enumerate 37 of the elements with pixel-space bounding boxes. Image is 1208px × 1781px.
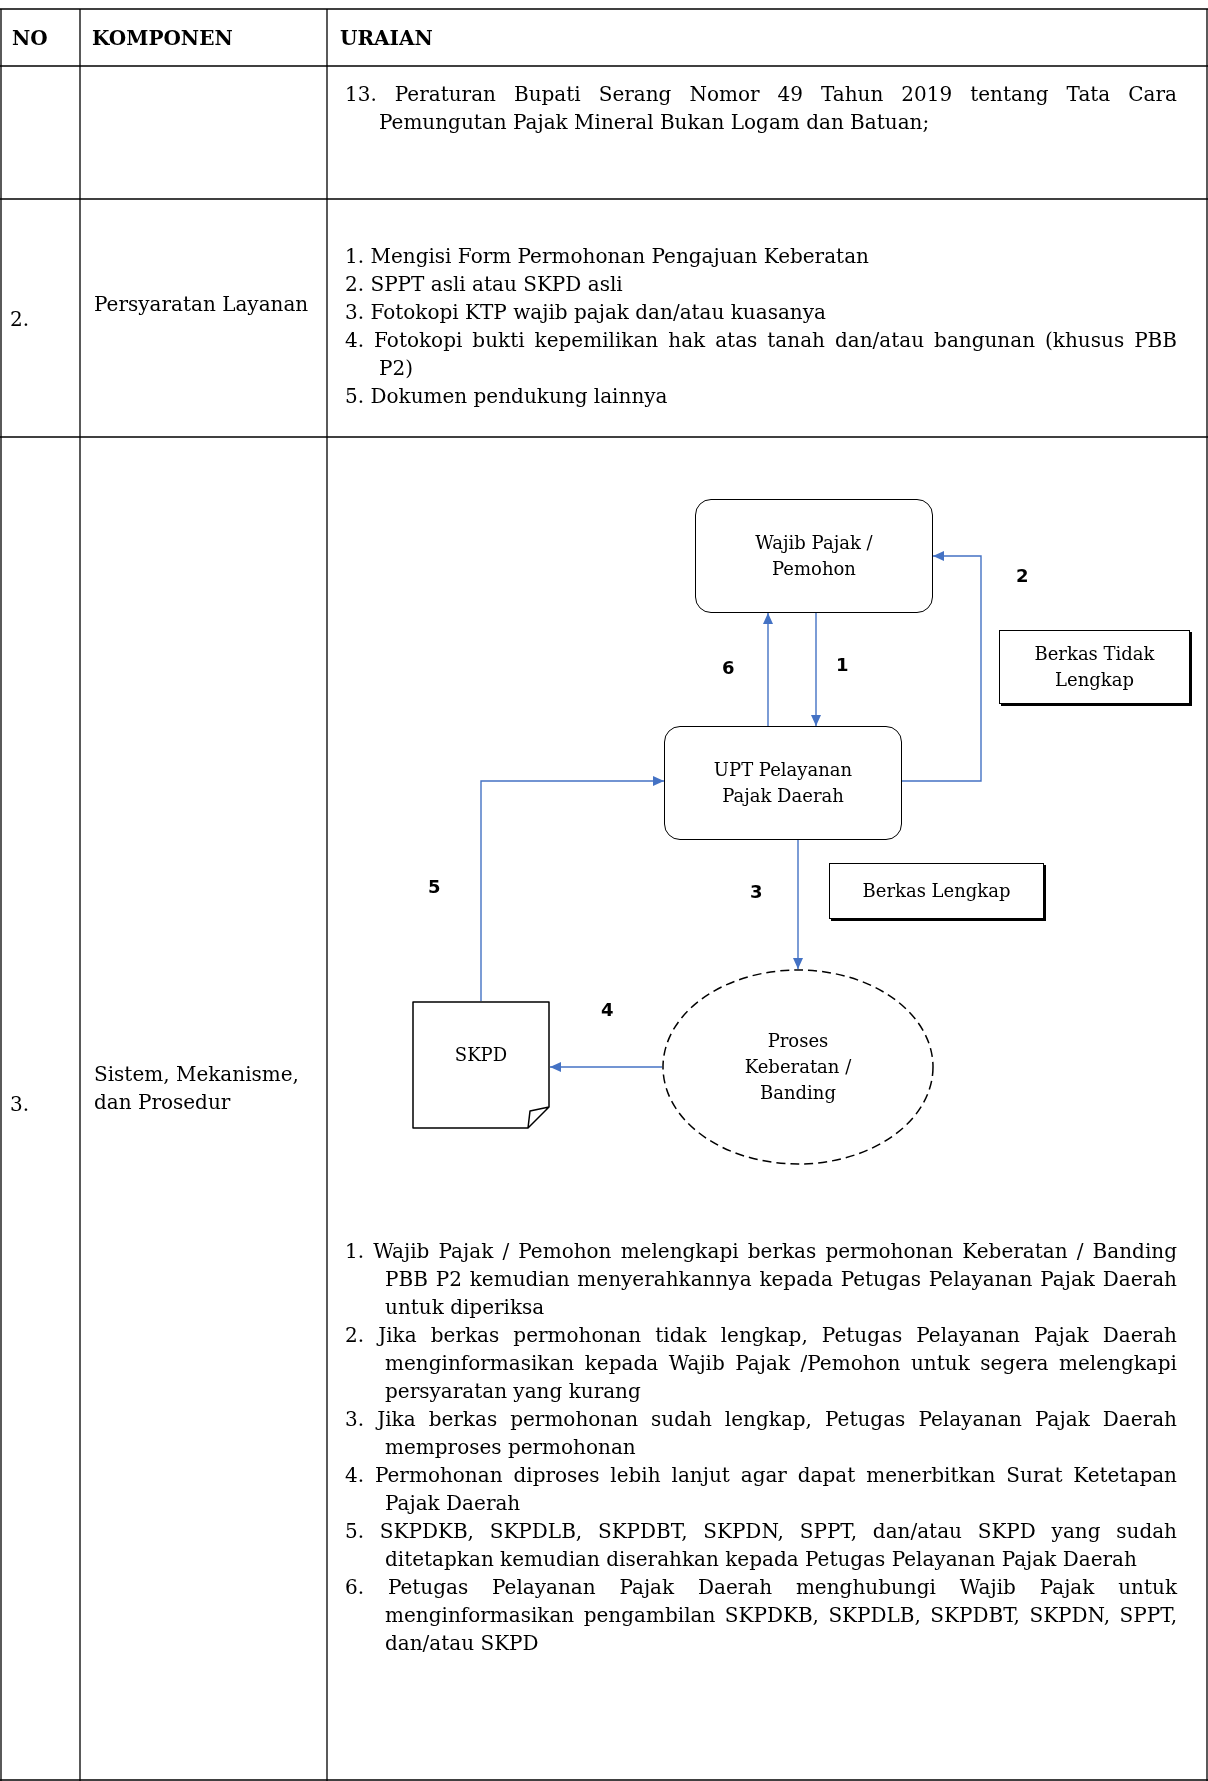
node-text: Berkas Tidak Lengkap <box>1033 642 1156 692</box>
list-item: 3. Fotokopi KTP wajib pajak dan/atau kuasanya <box>345 299 827 326</box>
row-number: 3. <box>10 1091 31 1118</box>
list-item: 6. Petugas Pelayanan Pajak Daerah menghubungi Wajib Pajak untuk menginformasikan pengambilan SKPDKB, SKPDLB, SKPDBT, SKPDN, SPPT, dan/atau SKPD <box>345 1574 1177 1657</box>
list-item: 2. SPPT asli atau SKPD asli <box>345 271 624 298</box>
process-box <box>695 499 933 613</box>
arrow <box>480 776 665 1002</box>
process-ellipse <box>662 969 934 1165</box>
document-shape <box>412 1001 550 1129</box>
node-text: Proses Keberatan / Banding <box>743 1029 853 1105</box>
arrow <box>549 1062 663 1072</box>
note-box <box>999 630 1190 704</box>
list-item: 1. Mengisi Form Permohonan Pengajuan Keberatan <box>345 243 870 270</box>
list-item: 4. Permohonan diproses lebih lanjut agar dapat menerbitkan Surat Ketetapan Pajak Daerah <box>345 1462 1177 1517</box>
column-header: NO <box>12 25 49 52</box>
node-text: Wajib Pajak / Pemohon <box>754 531 874 581</box>
list-item: 1. Wajib Pajak / Pemohon melengkapi berkas permohonan Keberatan / Banding PBB P2 kemudian menyerahkannya kepada Petugas Pelayanan Pajak Daerah untuk diperiksa <box>345 1238 1177 1321</box>
component-name: Sistem, Mekanisme, dan Prosedur <box>94 1061 300 1116</box>
column-header: URAIAN <box>340 25 434 52</box>
node-text: Berkas Lengkap <box>862 879 1011 903</box>
node-text: UPT Pelayanan Pajak Daerah <box>712 758 854 808</box>
list-item: 5. Dokumen pendukung lainnya <box>345 383 669 410</box>
arrow <box>901 551 982 782</box>
process-box <box>664 726 902 840</box>
list-item: 13. Peraturan Bupati Serang Nomor 49 Tahun 2019 tentang Tata Cara Pemungutan Pajak Mineral Bukan Logam dan Batuan; <box>345 81 1177 136</box>
list-item: 5. SKPDKB, SKPDLB, SKPDBT, SKPDN, SPPT, dan/atau SKPD yang sudah ditetapkan kemudian diserahkan kepada Petugas Pelayanan Pajak Daerah <box>345 1518 1177 1573</box>
list-item: 3. Jika berkas permohonan sudah lengkap, Petugas Pelayanan Pajak Daerah memproses permohonan <box>345 1406 1177 1461</box>
component-name: Persyaratan Layanan <box>94 291 310 318</box>
row-number: 2. <box>10 306 31 333</box>
arrow <box>793 839 803 970</box>
column-header: KOMPONEN <box>92 25 234 52</box>
list-item: 2. Jika berkas permohonan tidak lengkap, Petugas Pelayanan Pajak Daerah menginformasikan kepada Wajib Pajak /Pemohon untuk segera melengkapi persyaratan yang kurang <box>345 1322 1177 1405</box>
list-item: 4. Fotokopi bukti kepemilikan hak atas tanah dan/atau bangunan (khusus PBB P2) <box>345 327 1177 382</box>
note-box <box>829 863 1044 919</box>
node-text: SKPD <box>454 1043 508 1067</box>
arrow <box>763 612 773 727</box>
arrow <box>811 612 821 727</box>
